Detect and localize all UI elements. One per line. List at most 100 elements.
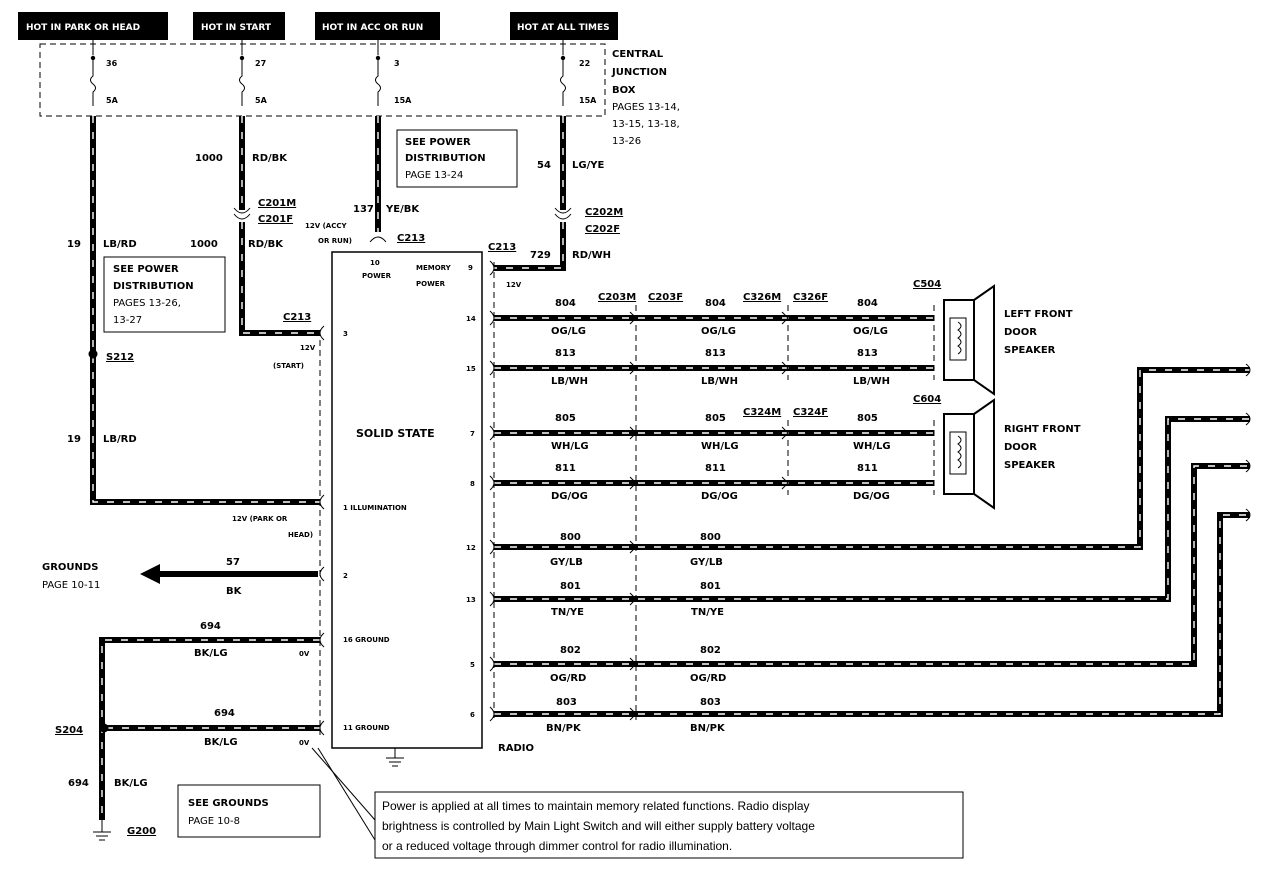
svg-text:SOLID STATE: SOLID STATE <box>356 427 435 440</box>
radio-ground-icon <box>386 748 404 767</box>
svg-text:13-26: 13-26 <box>612 136 641 147</box>
svg-text:811: 811 <box>555 463 576 474</box>
svg-text:811: 811 <box>705 463 726 474</box>
svg-text:DISTRIBUTION: DISTRIBUTION <box>405 153 486 164</box>
header-hot-acc-run: HOT IN ACC OR RUN <box>315 12 440 40</box>
radio-labels: 10 POWER MEMORY POWER 9 3 SOLID STATE 1 … <box>343 259 534 754</box>
svg-text:C201F: C201F <box>258 214 293 225</box>
svg-text:WH/LG: WH/LG <box>853 441 891 452</box>
svg-text:C324F: C324F <box>793 407 828 418</box>
svg-text:RD/BK: RD/BK <box>248 239 284 250</box>
svg-text:7: 7 <box>470 430 475 438</box>
svg-text:12V: 12V <box>506 281 522 289</box>
svg-text:PAGES 13-26,: PAGES 13-26, <box>113 298 181 309</box>
svg-text:SEE POWER: SEE POWER <box>405 137 471 148</box>
svg-text:805: 805 <box>857 413 878 424</box>
svg-text:SPEAKER: SPEAKER <box>1004 345 1056 356</box>
header-hot-park-head-label: HOT IN PARK OR HEAD <box>26 23 140 33</box>
svg-text:C326F: C326F <box>793 292 828 303</box>
svg-text:802: 802 <box>560 645 581 656</box>
connector-c213-top <box>369 236 387 243</box>
svg-text:LB/WH: LB/WH <box>853 376 890 387</box>
left-front-speaker-label: LEFT FRONT DOOR SPEAKER <box>1004 309 1073 356</box>
right-front-speaker-icon <box>943 398 995 510</box>
svg-text:804: 804 <box>857 298 878 309</box>
svg-text:LEFT FRONT: LEFT FRONT <box>1004 309 1073 320</box>
svg-text:CENTRAL: CENTRAL <box>612 49 664 60</box>
svg-text:137: 137 <box>353 204 374 215</box>
connector-c202 <box>554 207 572 220</box>
svg-text:PAGES 13-14,: PAGES 13-14, <box>612 102 680 113</box>
svg-text:OG/RD: OG/RD <box>550 673 586 684</box>
svg-text:5A: 5A <box>255 96 268 105</box>
svg-text:813: 813 <box>705 348 726 359</box>
svg-text:WH/LG: WH/LG <box>701 441 739 452</box>
svg-text:OG/RD: OG/RD <box>690 673 726 684</box>
svg-text:5: 5 <box>470 661 475 669</box>
svg-text:C213: C213 <box>488 242 516 253</box>
svg-text:811: 811 <box>857 463 878 474</box>
left-front-speaker-icon <box>943 284 995 396</box>
svg-text:16 GROUND: 16 GROUND <box>343 636 390 644</box>
svg-text:805: 805 <box>555 413 576 424</box>
grounds-arrow-label: GROUNDS PAGE 10-11 <box>42 562 100 591</box>
svg-text:HEAD): HEAD) <box>288 531 313 539</box>
header-hot-start: HOT IN START <box>193 12 285 40</box>
central-junction-box <box>39 43 606 117</box>
svg-text:DG/OG: DG/OG <box>701 491 738 502</box>
svg-text:C203M: C203M <box>598 292 636 303</box>
grounds-arrow-icon <box>140 564 160 584</box>
svg-text:11 GROUND: 11 GROUND <box>343 724 390 732</box>
svg-text:GROUNDS: GROUNDS <box>42 562 98 573</box>
svg-text:800: 800 <box>560 532 581 543</box>
svg-text:C201M: C201M <box>258 198 296 209</box>
splice-labels: S212 S204 G200 <box>55 352 156 837</box>
fuse-3: 3 15A <box>375 55 412 106</box>
right-front-speaker-label: RIGHT FRONT DOOR SPEAKER <box>1004 424 1081 471</box>
fuse-27: 27 5A <box>239 55 268 106</box>
svg-text:RADIO: RADIO <box>498 743 534 754</box>
speaker-line-labels: 14 804 OG/LG 804 OG/LG 804 OG/LG 15 813 … <box>466 298 891 502</box>
svg-text:C326M: C326M <box>743 292 781 303</box>
svg-text:15A: 15A <box>579 96 597 105</box>
header-hot-start-label: HOT IN START <box>201 23 272 33</box>
svg-text:19: 19 <box>67 434 81 445</box>
svg-text:804: 804 <box>555 298 576 309</box>
wire-labels: 1000 RD/BK 1000 RD/BK 137 YE/BK 54 LG/YE… <box>67 153 611 789</box>
svg-text:PAGE 13-24: PAGE 13-24 <box>405 170 463 181</box>
svg-text:801: 801 <box>700 581 721 592</box>
power-distribution-box-2: SEE POWER DISTRIBUTION PAGES 13-26, 13-2… <box>103 256 226 333</box>
svg-text:POWER: POWER <box>362 272 392 280</box>
svg-text:15A: 15A <box>394 96 412 105</box>
svg-text:LB/WH: LB/WH <box>701 376 738 387</box>
svg-text:SEE POWER: SEE POWER <box>113 264 179 275</box>
svg-text:LB/RD: LB/RD <box>103 239 137 250</box>
note-box: Power is applied at all times to maintai… <box>311 747 964 859</box>
svg-text:19: 19 <box>67 239 81 250</box>
svg-text:C604: C604 <box>913 394 941 405</box>
svg-text:27: 27 <box>255 59 266 68</box>
svg-text:DISTRIBUTION: DISTRIBUTION <box>113 281 194 292</box>
svg-text:C213: C213 <box>283 312 311 323</box>
svg-text:BN/PK: BN/PK <box>546 723 582 734</box>
svg-text:OG/LG: OG/LG <box>551 326 586 337</box>
svg-text:13: 13 <box>466 596 476 604</box>
grounds-box: SEE GROUNDS PAGE 10-8 <box>177 784 321 838</box>
svg-text:0V: 0V <box>299 739 310 747</box>
svg-text:OG/LG: OG/LG <box>853 326 888 337</box>
svg-text:S212: S212 <box>106 352 134 363</box>
svg-text:694: 694 <box>68 778 89 789</box>
svg-text:BK/LG: BK/LG <box>114 778 148 789</box>
connector-labels: C201M C201F C202M C202F C213 C213 C213 C… <box>258 198 941 418</box>
fuse-36: 36 5A <box>90 55 119 106</box>
splice-s212-icon <box>88 349 98 359</box>
svg-text:57: 57 <box>226 557 240 568</box>
svg-text:TN/YE: TN/YE <box>551 607 584 618</box>
svg-text:LB/WH: LB/WH <box>551 376 588 387</box>
fuse-22: 22 15A <box>560 55 597 106</box>
svg-text:14: 14 <box>466 315 476 323</box>
svg-text:2: 2 <box>343 572 348 580</box>
header-hot-all-times: HOT AT ALL TIMES <box>510 12 618 40</box>
svg-text:POWER: POWER <box>416 280 446 288</box>
